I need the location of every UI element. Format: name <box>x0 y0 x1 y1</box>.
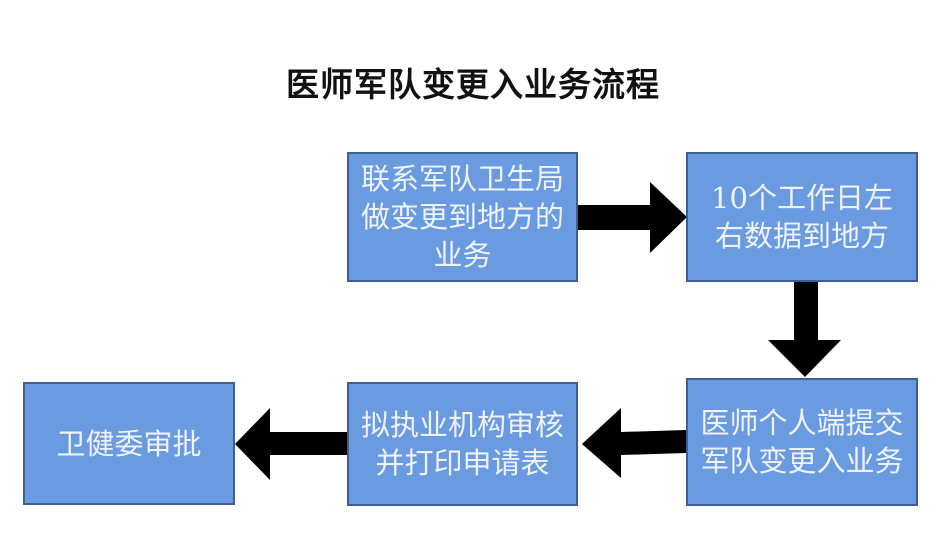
step-label: 10个工作日左右数据到地方 <box>711 181 893 253</box>
arrow-down-step2-to-step3 <box>768 282 841 377</box>
step-box-2: 10个工作日左右数据到地方 <box>686 152 918 282</box>
arrow-right-step1-to-step2 <box>578 182 687 253</box>
step-label: 医师个人端提交军队变更入业务 <box>700 406 904 478</box>
step-box-1: 联系军队卫生局做变更到地方的业务 <box>347 152 578 282</box>
step-box-5: 卫健委审批 <box>23 382 235 505</box>
step-label: 联系军队卫生局做变更到地方的业务 <box>360 162 564 272</box>
diagram-title: 医师军队变更入业务流程 <box>286 65 660 104</box>
step-box-4: 拟执业机构审核并打印申请表 <box>347 382 578 506</box>
arrow-left-step3-to-step4 <box>582 408 686 478</box>
arrow-left-step4-to-step5 <box>235 408 347 480</box>
step-label: 卫健委审批 <box>56 426 202 461</box>
step-label: 拟执业机构审核并打印申请表 <box>360 408 564 480</box>
step-box-3: 医师个人端提交军队变更入业务 <box>686 378 918 506</box>
